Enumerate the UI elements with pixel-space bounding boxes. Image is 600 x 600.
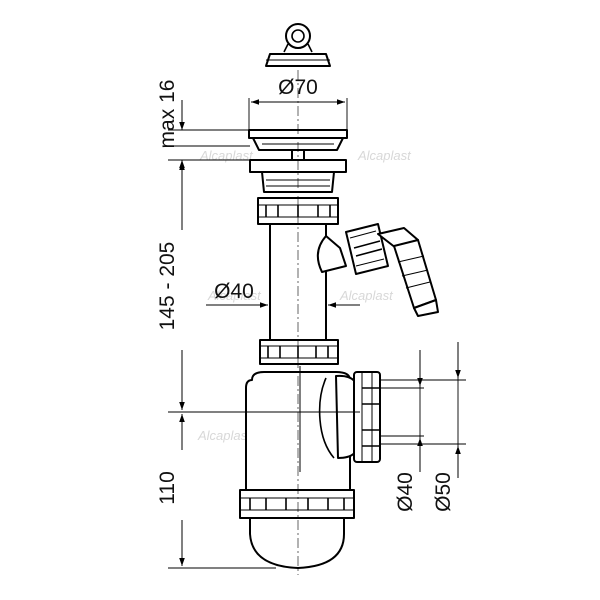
dim-trap-height: 110 bbox=[156, 414, 185, 566]
outlet-connector bbox=[335, 371, 381, 463]
dim-overflow-height: max 16 bbox=[156, 80, 185, 190]
dim-pipe-diameter: Ø40 bbox=[206, 280, 360, 308]
watermark-4: Alcaplast bbox=[339, 288, 394, 303]
dim-tube-length-label: 145 - 205 bbox=[156, 242, 179, 331]
extension-lines bbox=[168, 98, 466, 569]
dim-trap-height-label: 110 bbox=[156, 471, 179, 504]
watermark-3: Alcaplast bbox=[207, 288, 262, 303]
watermark-1: Alcaplast bbox=[199, 148, 254, 163]
dim-tube-length: 145 - 205 bbox=[156, 162, 185, 410]
watermark-5: Alcaplast bbox=[197, 428, 252, 443]
dim-top-diameter-label: Ø70 bbox=[278, 76, 318, 99]
middle-nut bbox=[259, 339, 339, 365]
dim-outlet-inner-label: Ø40 bbox=[394, 472, 417, 512]
dim-outlet-outer: Ø50 bbox=[432, 342, 461, 512]
watermark-2: Alcaplast bbox=[357, 148, 412, 163]
watermark-group: Alcaplast Alcaplast Alcaplast Alcaplast … bbox=[197, 148, 412, 443]
dim-outlet-outer-label: Ø50 bbox=[432, 472, 455, 512]
side-connector bbox=[316, 223, 439, 317]
stopper bbox=[265, 23, 331, 67]
dim-overflow-height-label: max 16 bbox=[156, 80, 179, 149]
dim-pipe-diameter-label: Ø40 bbox=[214, 280, 254, 303]
dim-outlet-inner: Ø40 bbox=[394, 350, 423, 512]
bottom-cup bbox=[239, 489, 355, 569]
dim-top-diameter: Ø70 bbox=[251, 76, 345, 105]
